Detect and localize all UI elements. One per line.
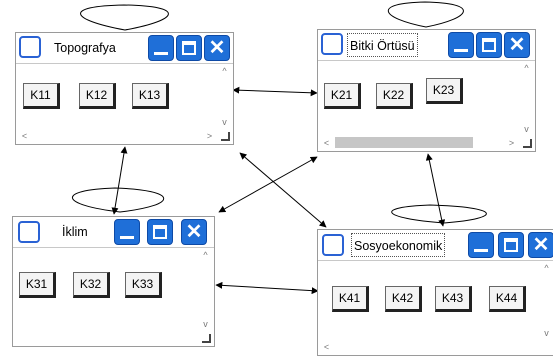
window-iklim: İklim ✕ K31 K32 K33 ^ v xyxy=(12,216,215,347)
minimize-icon xyxy=(474,249,488,252)
vertical-scrollbar[interactable]: ^ v xyxy=(199,250,212,329)
self-loop-topografya xyxy=(80,4,169,31)
minimize-icon xyxy=(154,52,168,55)
link-topografya-bitki xyxy=(232,86,318,97)
minimize-icon xyxy=(454,49,468,52)
title-bar[interactable]: Bitki Örtüsü ✕ xyxy=(318,30,535,60)
window-sosyoekonomik: Sosyoekonomik ✕ K41 K42 K43 K44 ^ v < xyxy=(317,229,553,356)
close-icon: ✕ xyxy=(185,221,203,243)
resize-grip-icon[interactable] xyxy=(221,132,230,141)
close-button[interactable]: ✕ xyxy=(504,32,530,58)
criterion-button-k11[interactable]: K11 xyxy=(23,83,60,109)
maximize-button[interactable] xyxy=(476,32,502,58)
scroll-right-icon[interactable]: > xyxy=(508,138,515,148)
resize-grip-icon[interactable] xyxy=(202,334,211,343)
title-bar[interactable]: Topografya ✕ xyxy=(16,33,233,63)
maximize-icon xyxy=(153,225,167,239)
maximize-button[interactable] xyxy=(498,232,524,258)
close-icon: ✕ xyxy=(532,234,550,256)
window-menu-icon[interactable] xyxy=(19,36,41,58)
vertical-scrollbar[interactable]: ^ v xyxy=(218,66,231,127)
criterion-button-k41[interactable]: K41 xyxy=(332,286,369,312)
window-menu-icon[interactable] xyxy=(322,234,344,256)
window-content: K11 K12 K13 ^ v < > xyxy=(16,63,233,144)
close-button[interactable]: ✕ xyxy=(181,219,207,245)
window-content: K41 K42 K43 K44 ^ v < xyxy=(318,260,553,355)
window-title: Topografya xyxy=(54,41,116,55)
criterion-button-k33[interactable]: K33 xyxy=(125,272,162,298)
maximize-button[interactable] xyxy=(176,35,202,61)
window-menu-icon[interactable] xyxy=(18,221,40,243)
criterion-button-k21[interactable]: K21 xyxy=(324,83,361,109)
close-icon: ✕ xyxy=(508,34,526,56)
close-button[interactable]: ✕ xyxy=(528,232,553,258)
horizontal-scrollbar[interactable]: < xyxy=(320,340,536,353)
window-bitki-ortusu: Bitki Örtüsü ✕ K21 K22 K23 ^ v < > xyxy=(317,29,536,152)
link-iklim-sosyo xyxy=(215,281,319,295)
close-button[interactable]: ✕ xyxy=(204,35,230,61)
window-topografya: Topografya ✕ K11 K12 K13 ^ v < > xyxy=(15,32,234,145)
link-topografya-iklim xyxy=(111,146,128,215)
criterion-button-k43[interactable]: K43 xyxy=(435,286,472,312)
vertical-scrollbar[interactable]: ^ v xyxy=(520,63,533,134)
maximize-icon xyxy=(482,38,496,52)
minimize-button[interactable] xyxy=(114,219,140,245)
scroll-up-icon[interactable]: ^ xyxy=(544,263,549,273)
window-content: K21 K22 K23 ^ v < > xyxy=(318,60,535,151)
minimize-button[interactable] xyxy=(148,35,174,61)
criterion-button-k31[interactable]: K31 xyxy=(19,272,56,298)
window-content: K31 K32 K33 ^ v xyxy=(13,247,214,346)
resize-grip-icon[interactable] xyxy=(523,139,532,148)
scroll-thumb[interactable] xyxy=(335,137,473,148)
scroll-left-icon[interactable]: < xyxy=(21,131,28,141)
self-loop-bitki xyxy=(387,1,464,28)
title-bar[interactable]: Sosyoekonomik ✕ xyxy=(318,230,553,260)
maximize-icon xyxy=(504,238,518,252)
minimize-button[interactable] xyxy=(448,32,474,58)
scroll-left-icon[interactable]: < xyxy=(323,342,330,352)
scroll-up-icon[interactable]: ^ xyxy=(524,63,529,73)
criterion-button-k42[interactable]: K42 xyxy=(385,286,422,312)
scroll-down-icon[interactable]: v xyxy=(222,117,227,127)
window-title: Bitki Örtüsü xyxy=(347,33,418,57)
maximize-button[interactable] xyxy=(147,219,173,245)
close-icon: ✕ xyxy=(208,37,226,59)
scroll-up-icon[interactable]: ^ xyxy=(222,66,227,76)
horizontal-scrollbar[interactable]: < > xyxy=(18,129,216,142)
link-bitki-sosyo xyxy=(425,153,446,227)
link-iklim-bitki xyxy=(218,156,318,213)
window-title: Sosyoekonomik xyxy=(351,233,446,257)
scroll-down-icon[interactable]: v xyxy=(524,124,529,134)
criterion-button-k22[interactable]: K22 xyxy=(376,83,413,109)
window-menu-icon[interactable] xyxy=(321,33,343,55)
minimize-button[interactable] xyxy=(468,232,494,258)
minimize-icon xyxy=(120,236,134,239)
scroll-right-icon[interactable]: > xyxy=(206,131,213,141)
scroll-down-icon[interactable]: v xyxy=(203,319,208,329)
link-topografya-sosyo xyxy=(239,152,327,228)
horizontal-scrollbar[interactable]: < > xyxy=(320,136,518,149)
vertical-scrollbar[interactable]: ^ v xyxy=(540,263,553,338)
criterion-button-k23[interactable]: K23 xyxy=(426,78,463,104)
scroll-up-icon[interactable]: ^ xyxy=(203,250,208,260)
criterion-button-k13[interactable]: K13 xyxy=(132,83,169,109)
scroll-left-icon[interactable]: < xyxy=(323,138,330,148)
maximize-icon xyxy=(182,41,196,55)
title-bar[interactable]: İklim ✕ xyxy=(13,217,214,247)
criterion-button-k12[interactable]: K12 xyxy=(79,83,116,109)
criterion-button-k44[interactable]: K44 xyxy=(489,286,526,312)
window-title: İklim xyxy=(62,225,88,239)
scroll-down-icon[interactable]: v xyxy=(544,328,549,338)
criterion-button-k32[interactable]: K32 xyxy=(73,272,110,298)
